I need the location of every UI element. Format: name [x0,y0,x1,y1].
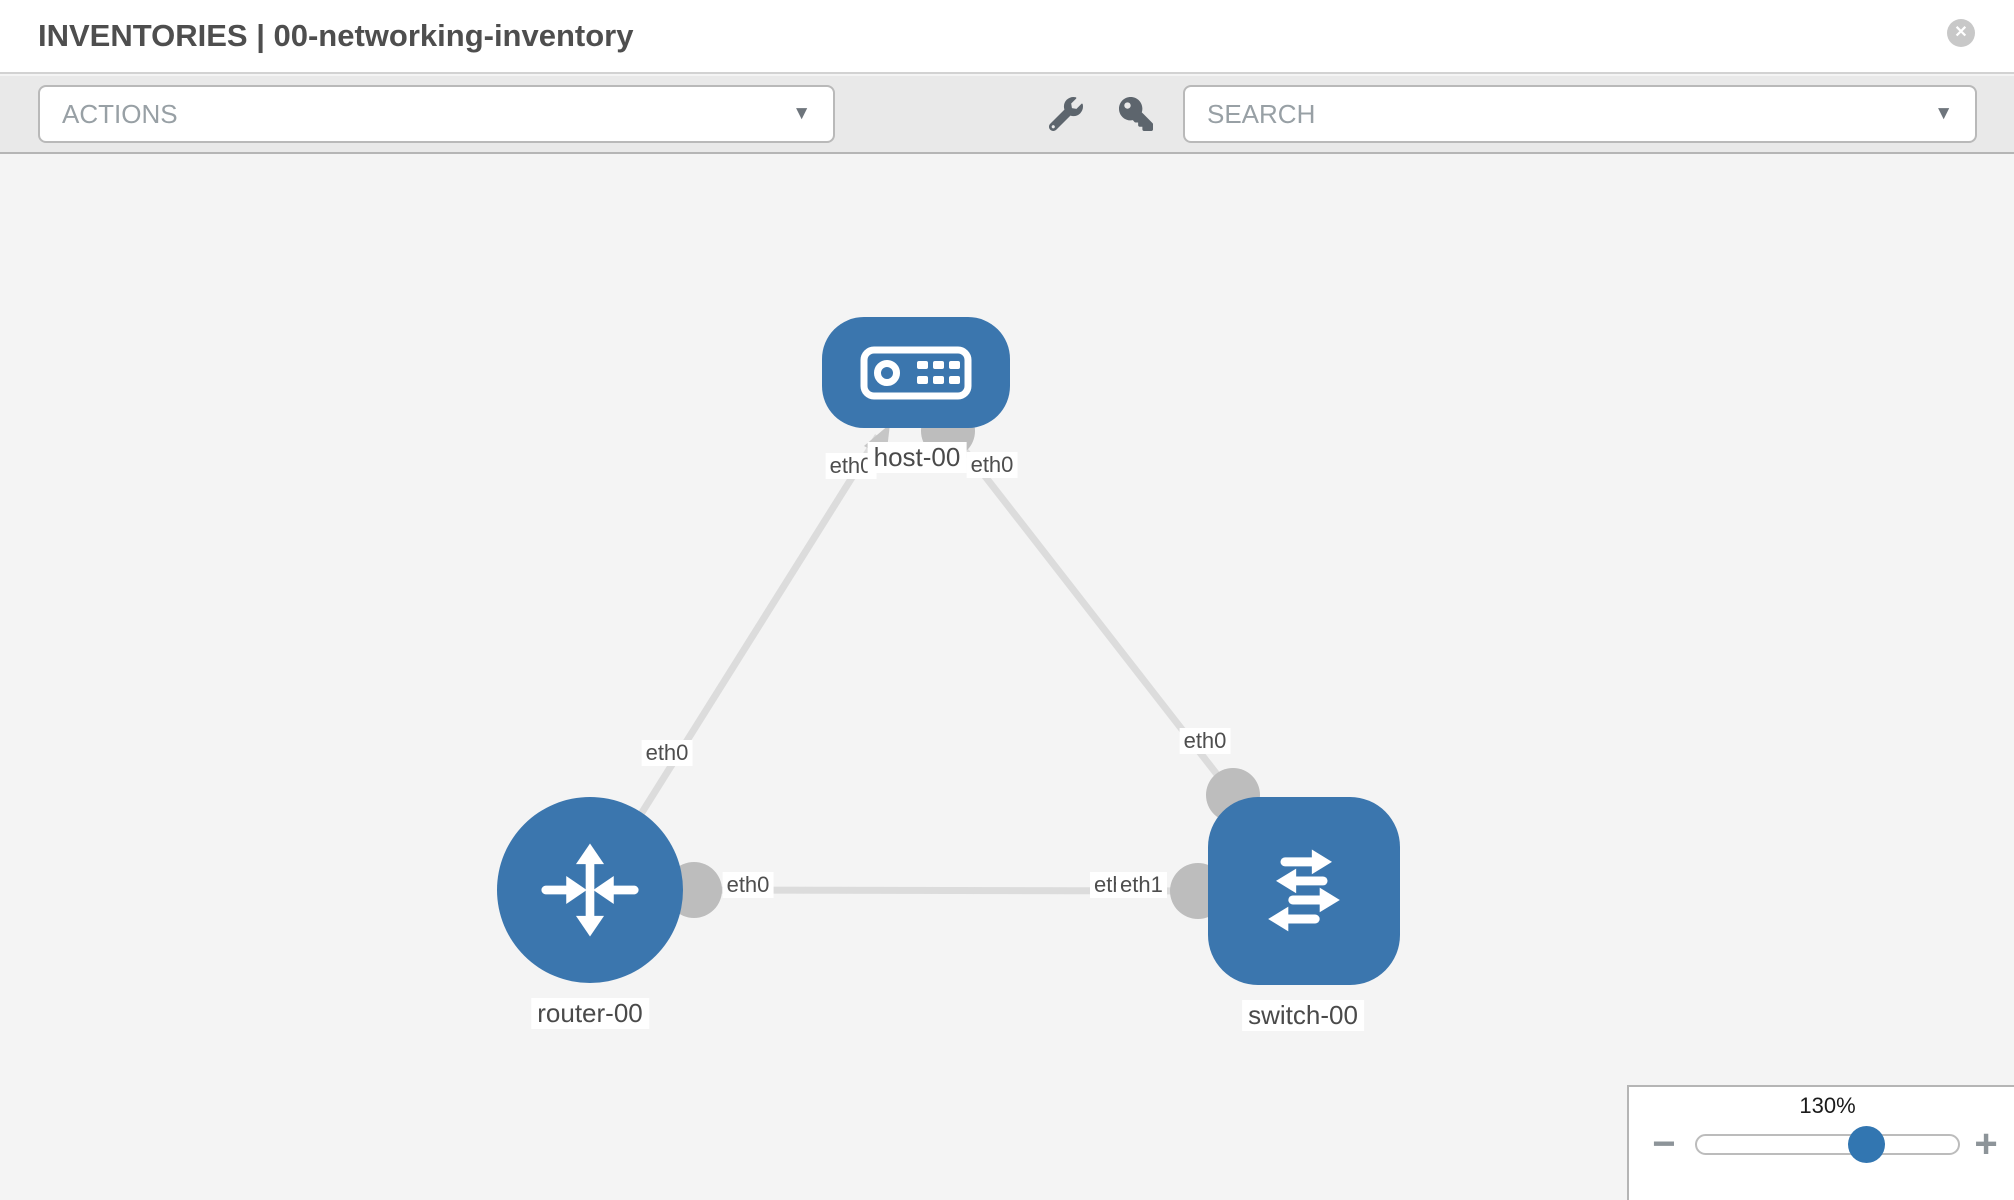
node-router-00[interactable] [497,797,683,983]
host-icon [860,346,972,399]
plus-icon: + [1974,1122,1998,1166]
toolbar: ACTIONS ▼ SEARCH ▼ [0,76,2014,154]
node-label-router: router-00 [531,998,649,1030]
chevron-down-icon: ▼ [792,103,811,124]
zoom-out-button[interactable]: − [1647,1122,1681,1166]
interface-label-switch-eth1: eth1 [1116,872,1167,899]
zoom-slider-track[interactable] [1695,1134,1960,1155]
node-label-host: host-00 [867,442,967,474]
close-icon: ✕ [1954,24,1968,41]
chevron-down-icon: ▼ [1934,103,1953,124]
zoom-in-button[interactable]: + [1969,1122,2003,1166]
zoom-level: 130% [1799,1093,1856,1118]
key-icon [1119,97,1153,131]
zoom-slider-thumb[interactable] [1848,1126,1885,1163]
node-host-00[interactable] [822,317,1010,428]
search-dropdown[interactable]: SEARCH ▼ [1183,85,1977,143]
node-switch-00[interactable] [1208,797,1400,985]
interface-label-host-eth0b: eth0 [966,452,1018,479]
configure-button[interactable] [1042,90,1090,138]
node-label-switch: switch-00 [1242,1000,1364,1032]
credentials-button[interactable] [1112,90,1160,138]
search-dropdown-label: SEARCH [1207,98,1316,129]
interface-label-router-eth0b: eth0 [722,872,774,899]
interface-label-switch-eth0: eth0 [1179,728,1231,755]
close-button[interactable]: ✕ [1947,19,1975,47]
interface-label-router-eth0: eth0 [641,740,693,767]
wrench-icon [1049,97,1083,131]
switch-icon [1268,849,1340,932]
zoom-panel: 130% − + [1627,1085,2014,1200]
router-icon [541,843,639,937]
page-title: INVENTORIES | 00-networking-inventory [38,18,634,53]
header: INVENTORIES | 00-networking-inventory ✕ [0,0,2014,74]
minus-icon: − [1652,1122,1676,1166]
actions-dropdown-label: ACTIONS [62,98,178,129]
actions-dropdown[interactable]: ACTIONS ▼ [38,85,835,143]
